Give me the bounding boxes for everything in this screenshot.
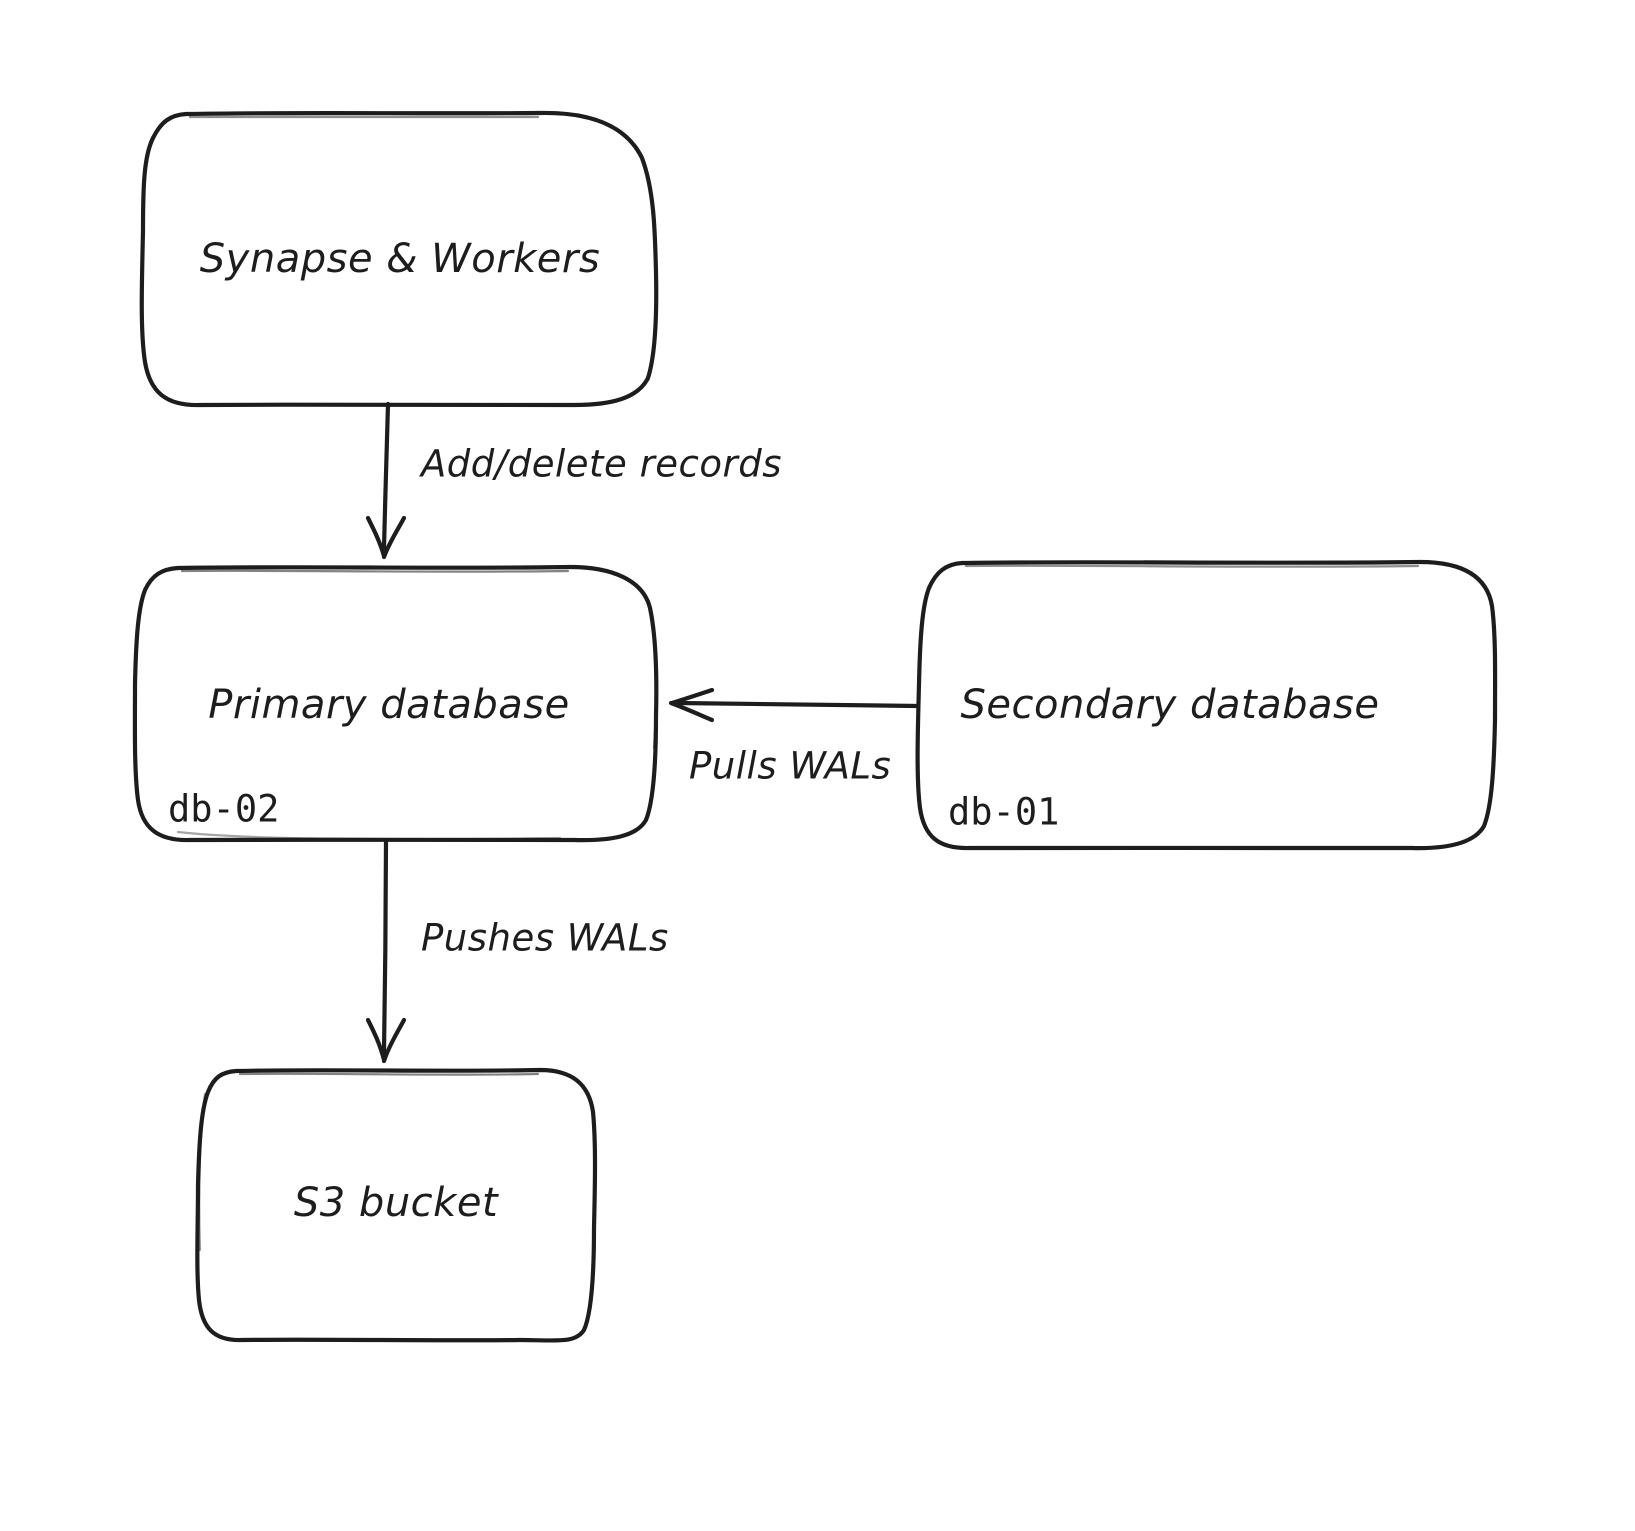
node-shape-secondary-db (915, 559, 1498, 851)
edge-secondary-to-primary (668, 687, 921, 723)
node-shape-s3-bucket (195, 1067, 598, 1343)
node-shape-synapse (139, 110, 659, 408)
edge-primary-to-s3 (365, 837, 407, 1064)
node-shape-primary-db (132, 564, 659, 843)
edge-synapse-to-primary (365, 401, 407, 560)
